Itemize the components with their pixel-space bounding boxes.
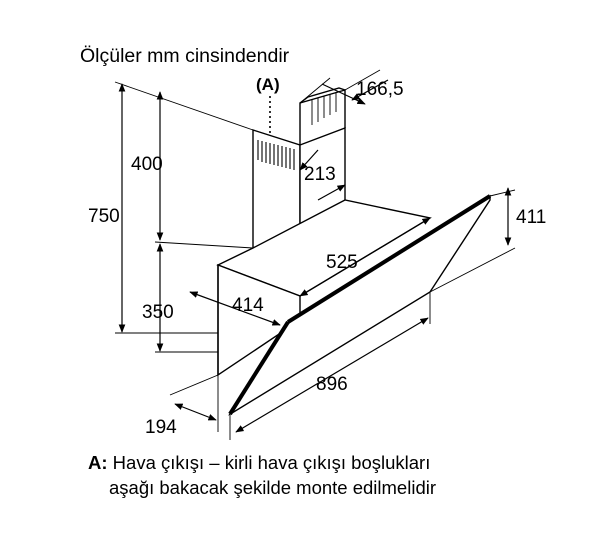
dim-glass-length: 896 <box>316 374 348 395</box>
caption-key: A: <box>88 452 108 473</box>
vent-slits-icon <box>257 140 295 170</box>
dim-bottom-offset: 194 <box>145 417 177 438</box>
dim-chimney-width: 166,5 <box>356 79 404 100</box>
dim-chimney-upper-height: 400 <box>131 154 163 175</box>
dim-chimney-depth: 213 <box>304 164 336 185</box>
marker-a-label: (A) <box>256 75 280 94</box>
dimension-labels: 166,5 400 213 750 411 525 414 350 896 19… <box>88 79 546 438</box>
caption-text-1: Hava çıkışı – kirli hava çıkışı boşlukla… <box>112 452 431 473</box>
dim-hood-depth: 525 <box>326 252 358 273</box>
caption-line-2: aşağı bakacak şekilde monte edilmelidir <box>109 477 436 499</box>
caption-line-1: A: Hava çıkışı – kirli hava çıkışı boşlu… <box>88 452 430 474</box>
dim-body-height: 350 <box>142 302 174 323</box>
dim-body-width: 414 <box>232 295 264 316</box>
dim-glass-height: 411 <box>516 207 546 228</box>
caption-text-2: aşağı bakacak şekilde monte edilmelidir <box>109 477 437 498</box>
dimension-arrows <box>118 79 512 433</box>
units-note: Ölçüler mm cinsindendir <box>80 45 290 67</box>
extension-lines <box>114 69 516 440</box>
dim-total-height: 750 <box>88 206 120 227</box>
